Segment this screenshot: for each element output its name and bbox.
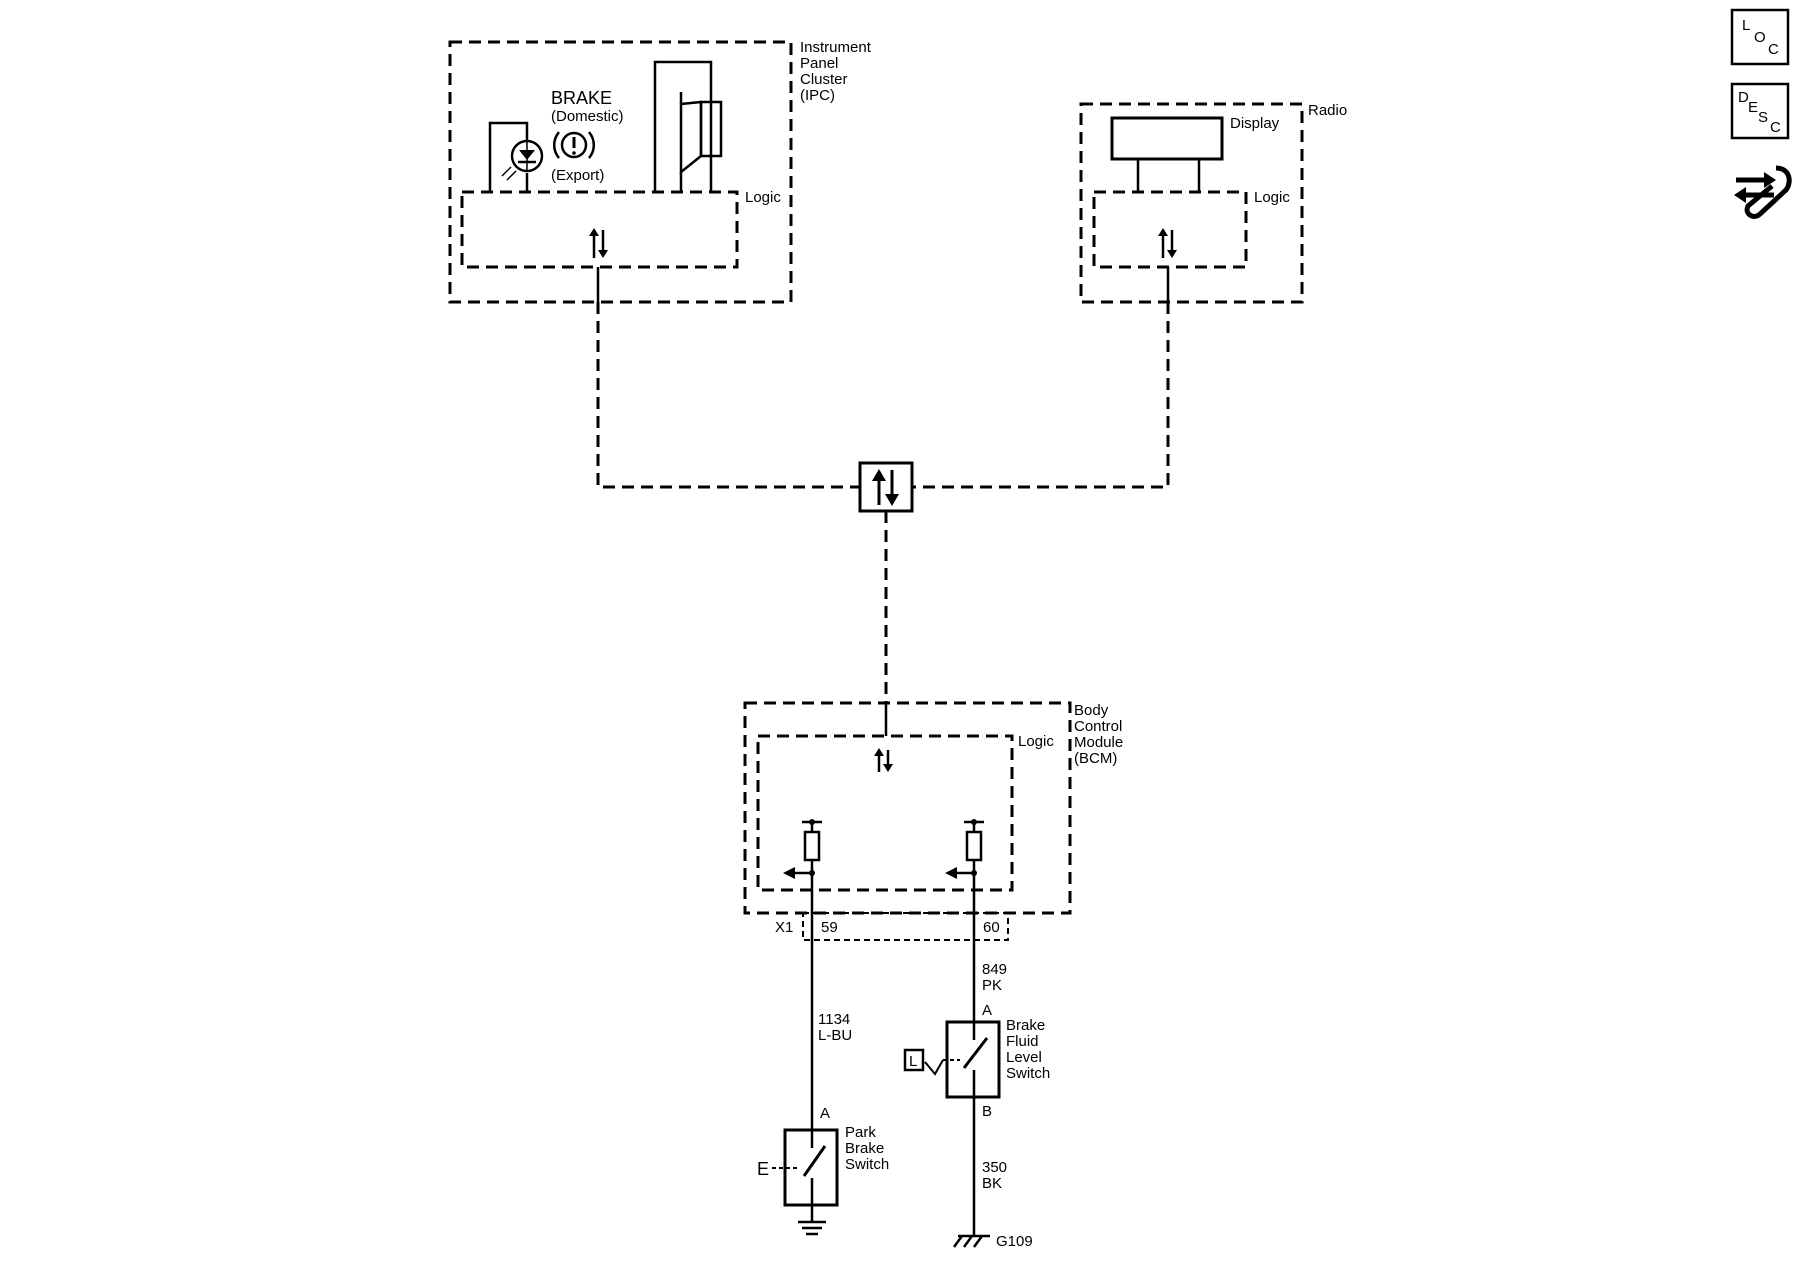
- speaker-icon: [653, 60, 723, 192]
- radio-data-arrows-icon: [1158, 228, 1177, 258]
- radio-logic-box: [1092, 190, 1248, 269]
- serial-data-network: [596, 302, 1170, 703]
- ipc-outline: [448, 40, 793, 304]
- bcm-name-2: Control: [1074, 718, 1122, 735]
- brake-fluid-circuit: 849 PK A L Brake Fluid Level Switch B 35…: [903, 873, 1050, 1250]
- bcm-logic-box: [756, 734, 1014, 892]
- ipc-name-2: Panel: [800, 55, 838, 72]
- wire-350-color: BK: [982, 1175, 1002, 1192]
- loc-letter-l: L: [1742, 17, 1750, 34]
- description-button[interactable]: D E S C: [1730, 82, 1790, 140]
- ipc-name-3: Cluster: [800, 71, 848, 88]
- brake-warning-icon: [552, 131, 596, 159]
- park-switch-terminal-a: A: [820, 1105, 830, 1122]
- bcm-name-3: Module: [1074, 734, 1123, 751]
- pin-60-label: 60: [983, 919, 1000, 936]
- location-button[interactable]: L O C: [1730, 8, 1790, 66]
- ipc-logic-label: Logic: [745, 189, 781, 206]
- radio-name: Radio: [1308, 102, 1347, 119]
- ipc-name-1: Instrument: [800, 39, 872, 56]
- desc-letter-d: D: [1738, 89, 1749, 106]
- brake-fluid-level-switch-icon: [924, 1020, 1001, 1099]
- repair-tools-button[interactable]: [1728, 160, 1792, 222]
- ipc-name-4: (IPC): [800, 87, 835, 104]
- ipc-logic-box: [460, 190, 739, 269]
- park-switch-name-2: Brake: [845, 1140, 884, 1157]
- connector-x1-label: X1: [775, 919, 793, 936]
- fluid-switch-name-3: Level: [1006, 1049, 1042, 1066]
- ipc-module: Instrument Panel Cluster (IPC) Logic BRA…: [448, 39, 872, 304]
- park-brake-switch-icon: [772, 1128, 839, 1207]
- brake-domestic-label: (Domestic): [551, 108, 624, 125]
- park-switch-type-letter: E: [757, 1159, 769, 1179]
- wire-1134-color: L-BU: [818, 1027, 852, 1044]
- fluid-switch-type-icon: L: [903, 1048, 925, 1072]
- chassis-ground-icon: [798, 1205, 826, 1236]
- fluid-switch-name-2: Fluid: [1006, 1033, 1039, 1050]
- wire-849-color: PK: [982, 977, 1002, 994]
- pullup-resistor-59-icon: [783, 819, 822, 879]
- pin-59-label: 59: [821, 919, 838, 936]
- data-link-splice-icon: [858, 461, 914, 513]
- park-brake-circuit: 1134 L-BU A E Park Brake Switch: [757, 873, 889, 1236]
- fluid-switch-type-letter: L: [909, 1053, 917, 1070]
- bcm-data-arrows-icon: [874, 748, 893, 772]
- fluid-switch-terminal-b: B: [982, 1103, 992, 1120]
- bcm-name-1: Body: [1074, 702, 1109, 719]
- bcm-module: Body Control Module (BCM) Logic: [743, 701, 1123, 941]
- park-switch-name-3: Switch: [845, 1156, 889, 1173]
- radio-display-icon: [1110, 116, 1224, 161]
- bcm-outline: [743, 701, 1072, 915]
- pullup-resistor-60-icon: [945, 819, 984, 879]
- fluid-switch-terminal-a: A: [982, 1002, 992, 1019]
- ground-g109-label: G109: [996, 1233, 1033, 1250]
- park-switch-type-icon: E: [757, 1159, 769, 1179]
- bcm-name-4: (BCM): [1074, 750, 1117, 767]
- wire-1134-circuit: 1134: [818, 1011, 850, 1028]
- brake-export-label: (Export): [551, 167, 604, 184]
- radio-module: Radio Display Logic: [1079, 102, 1347, 304]
- loc-letter-c: C: [1768, 41, 1779, 58]
- radio-display-label: Display: [1230, 115, 1280, 132]
- bcm-logic-label: Logic: [1018, 733, 1054, 750]
- desc-letter-s: S: [1758, 109, 1768, 126]
- park-switch-name-1: Park: [845, 1124, 876, 1141]
- desc-letter-c: C: [1770, 119, 1781, 136]
- connector-x1-outline: [802, 912, 1009, 941]
- ground-g109-icon: [952, 1234, 990, 1248]
- loc-letter-o: O: [1754, 29, 1766, 46]
- brake-label: BRAKE: [551, 88, 612, 108]
- wire-849-circuit: 849: [982, 961, 1007, 978]
- wrench-arrows-icon: [1734, 165, 1792, 219]
- desc-letter-e: E: [1748, 99, 1758, 116]
- fluid-switch-name-4: Switch: [1006, 1065, 1050, 1082]
- ipc-data-arrows-icon: [589, 228, 608, 258]
- radio-logic-label: Logic: [1254, 189, 1290, 206]
- brake-indicator-icon: [488, 121, 544, 192]
- fluid-switch-name-1: Brake: [1006, 1017, 1045, 1034]
- wire-350-circuit: 350: [982, 1159, 1007, 1176]
